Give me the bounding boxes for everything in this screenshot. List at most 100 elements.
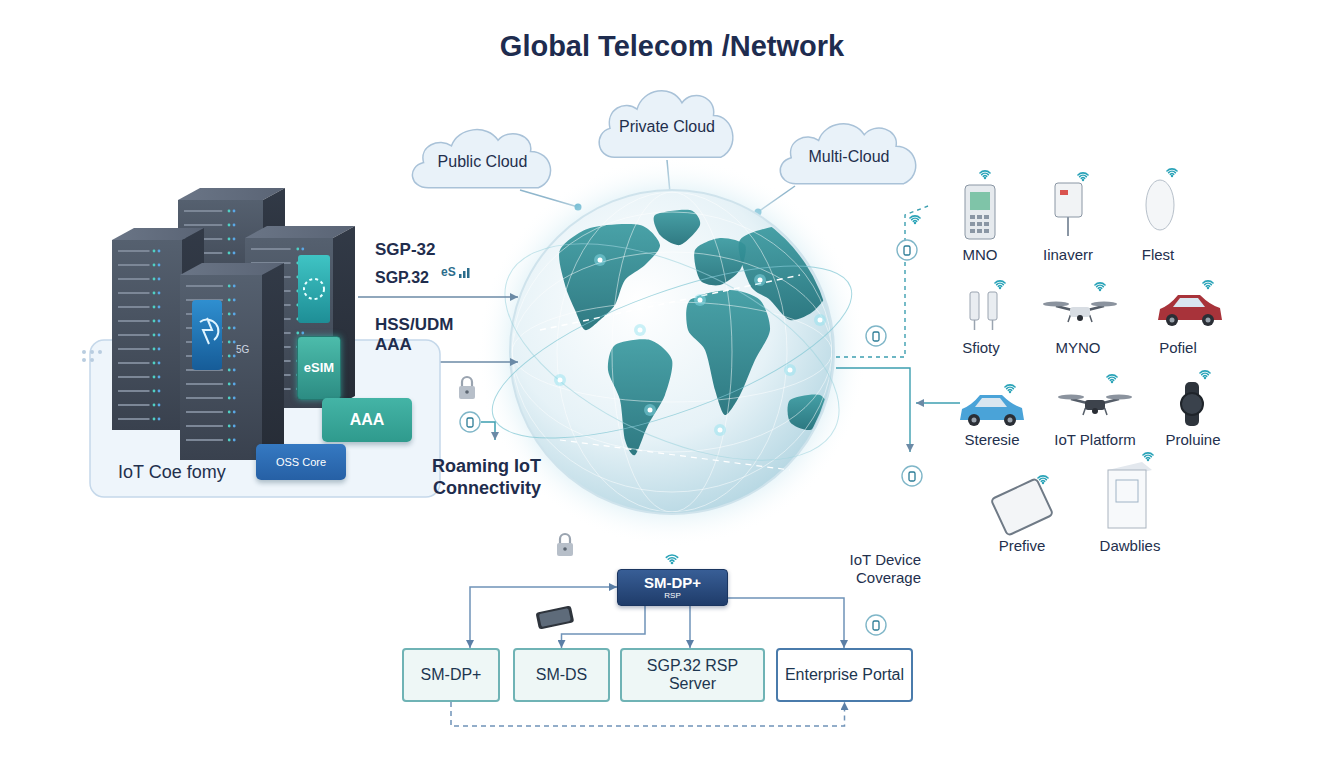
device-badge: [904, 246, 910, 255]
handheld-icon: [965, 185, 995, 239]
drone-icon: [1077, 315, 1083, 321]
server-rack: [233, 397, 236, 400]
phone-icon: [536, 605, 575, 629]
drone-icon: [1106, 395, 1132, 400]
server-rack: [228, 341, 231, 344]
wifi-symbol: [1200, 371, 1210, 379]
tablet-icon: [991, 478, 1053, 535]
platform-plate: [82, 350, 86, 354]
server-rack: [262, 263, 284, 460]
wifi-symbol: [983, 175, 986, 177]
server-rack: [158, 264, 161, 267]
server-rack: [158, 334, 161, 337]
server-rack: [158, 306, 161, 309]
node-text: OSS Core: [276, 456, 326, 469]
device-badge: [902, 466, 922, 486]
server-rack: [153, 250, 156, 253]
orbit-lines: [758, 278, 763, 283]
device-badge: [897, 240, 917, 260]
service-box: SGP.32 RSP Server: [620, 648, 765, 702]
device-badge: [909, 472, 915, 481]
orbit-lines: [694, 294, 706, 306]
server-rack: [233, 369, 236, 372]
server-rack: [158, 418, 161, 421]
wifi-symbol: [1207, 287, 1209, 289]
server-rack: [296, 332, 299, 335]
sensor-icon: [1055, 183, 1082, 217]
server-rack: [228, 411, 231, 414]
drone-icon: [1043, 302, 1117, 323]
orbit-lines: [818, 318, 823, 323]
device-label: MYNO: [1028, 339, 1128, 357]
device-label: IoT Platform: [1040, 431, 1150, 449]
wifi-symbol: [914, 222, 916, 224]
device-label: Dawblies: [1080, 537, 1180, 555]
server-label: 5G: [236, 344, 249, 356]
device-badge: [873, 621, 879, 630]
wifi-symbol: [1097, 285, 1104, 286]
drone-icon: [1091, 302, 1117, 307]
globe: [510, 190, 834, 514]
wifi-symbol: [1038, 476, 1048, 478]
sensor-icon: [1055, 183, 1082, 236]
server-rack: [186, 285, 223, 287]
device-badge: [866, 326, 886, 346]
watch-icon: [1181, 393, 1203, 415]
orbit-lines: [754, 274, 766, 286]
wifi-symbol: [995, 281, 1005, 289]
device-link: [836, 368, 910, 452]
server-tag: OSS Core: [256, 444, 346, 480]
server-illustration: [82, 188, 440, 497]
wifi-symbol: [1203, 375, 1206, 377]
server-link: [467, 268, 470, 278]
wifi-symbol: [1078, 173, 1088, 175]
server-rack: [118, 348, 150, 350]
server-link: [481, 422, 495, 440]
gateway-icon: [1108, 470, 1146, 528]
server-rack: [118, 418, 150, 420]
wifi-symbol: [1107, 375, 1117, 383]
server-rack: [233, 299, 236, 302]
wifi-symbol: [1171, 175, 1173, 177]
wifi-symbol: [1200, 371, 1210, 373]
server-rack: [228, 224, 231, 227]
orbit-lines: [558, 378, 563, 383]
connector: [470, 587, 617, 648]
vehicle-icon: [1202, 314, 1214, 326]
wifi-symbol: [1111, 381, 1113, 383]
phone-icon: [539, 608, 571, 627]
server-rack: [233, 341, 236, 344]
server-rack: [158, 292, 161, 295]
server-rack: [186, 397, 223, 399]
wifi-symbol: [1169, 171, 1176, 172]
server-rack: [158, 404, 161, 407]
drone-icon: [1058, 395, 1084, 400]
device-link: [836, 206, 960, 452]
section-label: IoT Device Coverage: [809, 551, 921, 587]
wifi-symbol: [671, 562, 674, 565]
server-rack: [228, 285, 231, 288]
server-rack: [228, 425, 231, 428]
server-rack: [153, 334, 156, 337]
sensor-icon: [1060, 190, 1068, 195]
continents: [694, 238, 746, 286]
server-rack: [186, 439, 223, 441]
wifi-symbol: [1040, 478, 1047, 479]
server-rack: [118, 250, 150, 252]
globe-grid: [557, 192, 787, 512]
device-badge: [866, 615, 886, 635]
server-rack: [153, 306, 156, 309]
server-rack: [228, 439, 231, 442]
wifi-symbol: [1143, 453, 1153, 461]
sensor-icon: [970, 292, 997, 330]
server-rack: [158, 320, 161, 323]
vehicle-icon: [968, 414, 980, 426]
wifi-symbol: [1206, 285, 1209, 287]
wifi-symbol: [1203, 281, 1213, 283]
orbit-lines: [554, 374, 566, 386]
continents: [608, 339, 673, 455]
wifi-symbol: [668, 558, 676, 560]
wifi-symbol: [1110, 379, 1113, 381]
handheld-icon: [977, 222, 982, 226]
handheld-icon: [977, 229, 982, 233]
